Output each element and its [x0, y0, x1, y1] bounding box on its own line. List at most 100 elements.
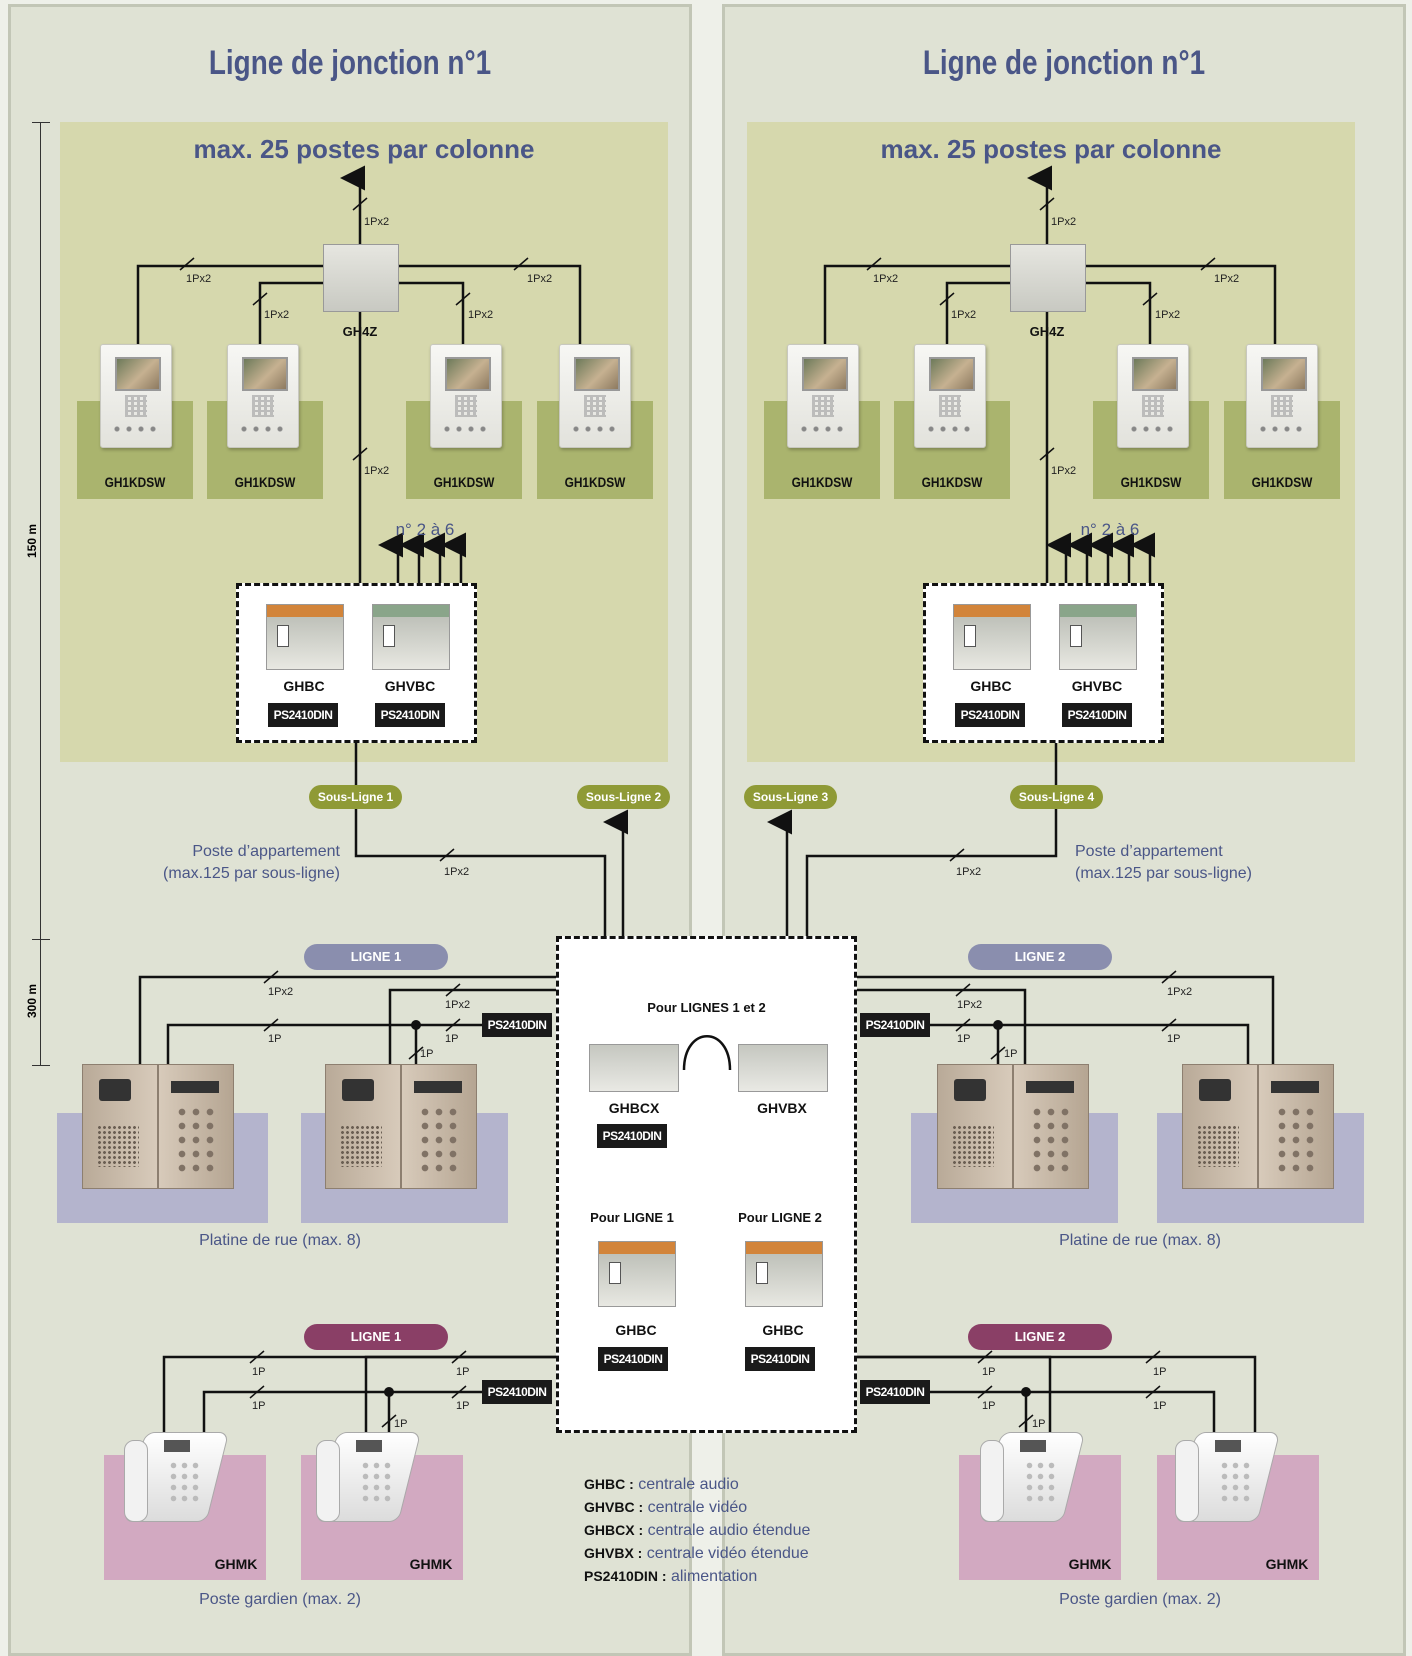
monitor-device-r1	[787, 344, 859, 448]
ghbc-device-right	[953, 604, 1031, 670]
wire-label: 1P	[1153, 1366, 1167, 1378]
ghvbc-device-left	[372, 604, 450, 670]
monitor-label-l2: GH1KDSW	[234, 474, 296, 490]
distance-ruler	[40, 122, 41, 1065]
ruler-tick-top	[32, 122, 50, 123]
ligne1-pill-rue: LIGNE 1	[304, 944, 448, 970]
monitor-device-l4	[559, 344, 631, 448]
monitor-label-r2: GH1KDSW	[921, 474, 983, 490]
ghmk-label: GHMK	[1068, 1556, 1112, 1572]
ghmk-label: GHMK	[1265, 1556, 1309, 1572]
legend-value: alimentation	[670, 1568, 758, 1585]
ghbc-label-ligne2: GHBC	[762, 1322, 804, 1338]
monitor-device-l1	[100, 344, 172, 448]
ghbc-label-left: GHBC	[283, 678, 325, 694]
platine-device-r1	[937, 1064, 1089, 1189]
ps2410din-badge: PS2410DIN	[860, 1013, 930, 1037]
platine-device-r2	[1182, 1064, 1334, 1189]
column-numbers-right: n° 2 à 6	[1080, 520, 1140, 539]
wire-label: 1Px2	[527, 273, 553, 285]
legend-value: centrale vidéo	[647, 1499, 748, 1516]
gardien-caption-right: Poste gardien (max. 2)	[1059, 1591, 1221, 1608]
wire-label: 1Px2	[951, 309, 977, 321]
ligne2-pill-gardien: LIGNE 2	[968, 1324, 1112, 1350]
ps2410din-badge: PS2410DIN	[955, 703, 1025, 727]
wire-label: 1Px2	[873, 273, 899, 285]
wire-label: 1Px2	[364, 216, 390, 228]
legend-row: GHBCX : centrale audio étendue	[584, 1519, 884, 1542]
poste-app-line2-right: (max.125 par sous-ligne)	[1075, 865, 1252, 882]
column-numbers-left: n° 2 à 6	[395, 520, 455, 539]
pour-lignes-label: Pour LIGNES 1 et 2	[647, 1000, 766, 1015]
ligne1-pill-gardien: LIGNE 1	[304, 1324, 448, 1350]
ghmk-label: GHMK	[409, 1556, 453, 1572]
wire-label: 1P	[1004, 1048, 1018, 1060]
platine-caption-left: Platine de rue (max. 8)	[199, 1232, 361, 1249]
wire-label: 1Px2	[444, 866, 470, 878]
ps2410din-badge: PS2410DIN	[598, 1347, 668, 1371]
wire-label: 1Px2	[1214, 273, 1240, 285]
legend-row: PS2410DIN : alimentation	[584, 1565, 884, 1588]
legend-value: centrale audio	[638, 1476, 739, 1493]
ps2410din-badge: PS2410DIN	[482, 1380, 552, 1404]
wire-label: 1P	[268, 1033, 282, 1045]
gardien-caption-left: Poste gardien (max. 2)	[199, 1591, 361, 1608]
ghbcx-device	[589, 1044, 679, 1092]
wire-label: 1Px2	[956, 866, 982, 878]
gh4z-device-left	[323, 244, 399, 312]
wire-label: 1P	[1032, 1418, 1046, 1430]
platine-caption-right: Platine de rue (max. 8)	[1059, 1232, 1221, 1249]
monitor-device-r4	[1246, 344, 1318, 448]
wire-label: 1Px2	[1155, 309, 1181, 321]
gh4z-device-right	[1010, 244, 1086, 312]
sous-ligne-3: Sous-Ligne 3	[744, 785, 837, 809]
wire-label: 1P	[982, 1400, 996, 1412]
sous-ligne-2: Sous-Ligne 2	[577, 785, 670, 809]
sous-ligne-4: Sous-Ligne 4	[1010, 785, 1103, 809]
wire-label: 1Px2	[1051, 216, 1077, 228]
wire-label: 1Px2	[1167, 986, 1193, 998]
legend-value: centrale vidéo étendue	[646, 1545, 809, 1562]
ghbcx-label: GHBCX	[608, 1100, 660, 1116]
ghvbx-label: GHVBX	[757, 1100, 807, 1116]
legend-row: GHVBC : centrale vidéo	[584, 1496, 884, 1519]
wire-label: 1P	[982, 1366, 996, 1378]
wire-label: 1Px2	[264, 309, 290, 321]
legend-value: centrale audio étendue	[647, 1522, 811, 1539]
ghbc-device-ligne2	[745, 1241, 823, 1307]
monitor-label-r3: GH1KDSW	[1120, 474, 1182, 490]
wire-label: 1P	[394, 1418, 408, 1430]
ligne2-pill-rue: LIGNE 2	[968, 944, 1112, 970]
ps2410din-badge: PS2410DIN	[1062, 703, 1132, 727]
ps2410din-badge: PS2410DIN	[860, 1380, 930, 1404]
poste-app-line1-left: Poste d’appartement	[192, 843, 340, 860]
ps2410din-badge: PS2410DIN	[375, 703, 445, 727]
legend-key: PS2410DIN :	[584, 1568, 667, 1584]
wire-label: 1P	[957, 1033, 971, 1045]
wire-label: 1P	[445, 1033, 459, 1045]
legend-key: GHVBX :	[584, 1545, 643, 1561]
wire-label: 1Px2	[468, 309, 494, 321]
sous-ligne-1: Sous-Ligne 1	[309, 785, 402, 809]
wire-label: 1P	[252, 1400, 266, 1412]
right-title: Ligne de jonction n°1	[922, 44, 1206, 82]
poste-app-line1-right: Poste d’appartement	[1075, 843, 1223, 860]
pour-ligne1-label: Pour LIGNE 1	[590, 1210, 674, 1225]
right-zone-title: max. 25 postes par colonne	[880, 134, 1222, 164]
legend-key: GHVBC :	[584, 1499, 644, 1515]
ghvbx-device	[738, 1044, 828, 1092]
platine-device-l2	[325, 1064, 477, 1189]
legend: GHBC : centrale audio GHVBC : centrale v…	[584, 1473, 884, 1588]
ps2410din-badge: PS2410DIN	[268, 703, 338, 727]
monitor-label-r1: GH1KDSW	[791, 474, 853, 490]
wire-label: 1Px2	[186, 273, 212, 285]
wire-label: 1P	[456, 1366, 470, 1378]
wire-label: 1P	[252, 1366, 266, 1378]
wire-label: 1Px2	[364, 465, 390, 477]
left-zone-title: max. 25 postes par colonne	[193, 134, 535, 164]
wire-label: 1Px2	[1051, 465, 1077, 477]
poste-app-line2-left: (max.125 par sous-ligne)	[163, 865, 340, 882]
gardien-phone-l2	[314, 1432, 422, 1530]
ghvbc-label-right: GHVBC	[1071, 678, 1123, 694]
